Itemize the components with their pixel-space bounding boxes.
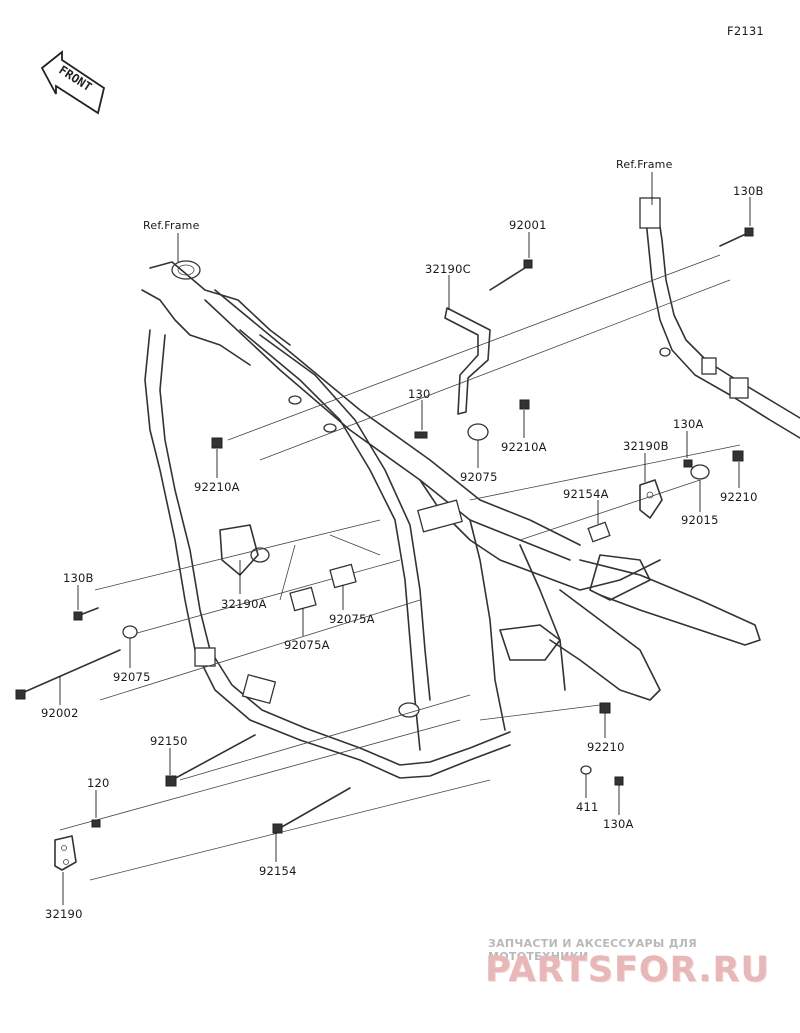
leader-lines	[59, 172, 751, 905]
ref-frame-label-left: Ref.Frame	[143, 219, 200, 232]
part-label-92210a-left[interactable]: 92210A	[194, 480, 240, 494]
part-label-130b-top[interactable]: 130B	[733, 184, 764, 198]
ref-frame-label-right: Ref.Frame	[616, 158, 673, 171]
part-label-92075a-right[interactable]: 92075A	[329, 612, 375, 626]
part-label-92075-mid[interactable]: 92075	[460, 470, 498, 484]
part-label-92150[interactable]: 92150	[150, 734, 188, 748]
part-label-92154[interactable]: 92154	[259, 864, 297, 878]
guide-lines	[59, 254, 741, 881]
part-label-92210-right[interactable]: 92210	[720, 490, 758, 504]
part-label-130[interactable]: 130	[408, 387, 431, 401]
parts	[15, 227, 754, 871]
main-frame	[141, 260, 761, 779]
part-label-130a-top[interactable]: 130A	[673, 417, 704, 431]
part-label-92075-left[interactable]: 92075	[113, 670, 151, 684]
part-label-92001[interactable]: 92001	[509, 218, 547, 232]
front-arrow-icon: FRONT	[40, 50, 106, 115]
part-label-92075a-left[interactable]: 92075A	[284, 638, 330, 652]
part-label-130b-left[interactable]: 130B	[63, 571, 94, 585]
part-label-32190a[interactable]: 32190A	[221, 597, 267, 611]
part-label-92015[interactable]: 92015	[681, 513, 719, 527]
part-label-92210a-mid[interactable]: 92210A	[501, 440, 547, 454]
rear-frame-ref	[639, 197, 800, 439]
watermark-tagline: ЗАПЧАСТИ И АКСЕССУАРЫ ДЛЯ МОТОТЕХНИКИ	[488, 937, 698, 963]
part-label-32190[interactable]: 32190	[45, 907, 83, 921]
watermark-logo: PARTSFOR.RU	[485, 950, 770, 990]
part-label-92154a[interactable]: 92154A	[563, 487, 609, 501]
part-label-92002[interactable]: 92002	[41, 706, 79, 720]
figure-id: F2131	[727, 24, 764, 38]
part-label-120[interactable]: 120	[87, 776, 110, 790]
part-label-32190b[interactable]: 32190B	[623, 439, 669, 453]
part-label-411[interactable]: 411	[576, 800, 599, 814]
part-label-130a-low[interactable]: 130A	[603, 817, 634, 831]
part-label-32190c[interactable]: 32190C	[425, 262, 471, 276]
part-label-92210-low[interactable]: 92210	[587, 740, 625, 754]
